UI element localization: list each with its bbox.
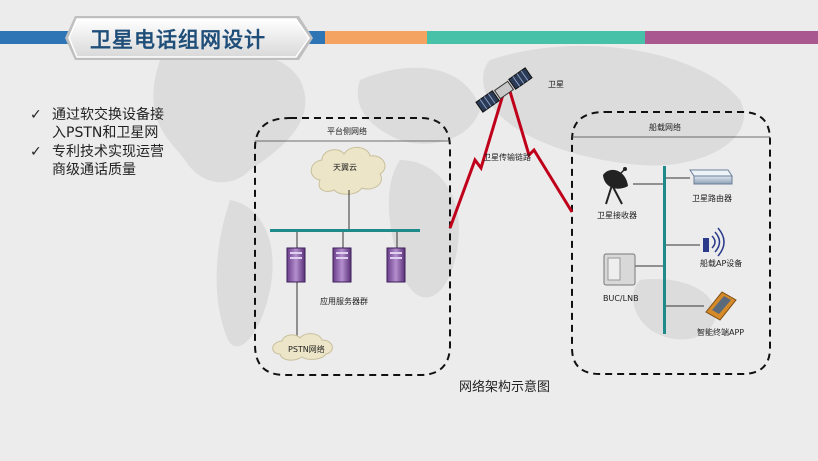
platform-title: 平台侧网络 — [327, 127, 367, 136]
bullet-line: 入PSTN和卫星网 — [52, 125, 159, 141]
link-label: 卫星传输链路 — [483, 153, 531, 162]
diagram-caption: 网络架构示意图 — [459, 380, 551, 395]
bullet-item: ✓ 专利技术实现运营 商级通话质量 — [30, 143, 230, 179]
ship-title: 船载网络 — [649, 123, 681, 132]
page-title: 卫星电话组网设计 — [90, 28, 266, 52]
satellite-icon — [475, 67, 533, 113]
buc-lnb-icon — [603, 253, 636, 286]
cloud-label: 天翼云 — [333, 163, 357, 172]
bullet-item: ✓ 通过软交换设备接 入PSTN和卫星网 — [30, 106, 230, 142]
platform-network-box — [254, 117, 451, 376]
bullet-line: 专利技术实现运营 — [52, 144, 164, 160]
header-band-purple — [645, 31, 818, 44]
server-icon — [286, 247, 306, 283]
server-icon — [332, 247, 352, 283]
header-band-teal — [427, 31, 645, 44]
title-tab — [65, 16, 313, 60]
router-icon — [689, 169, 733, 185]
bullet-line: 通过软交换设备接 — [52, 107, 164, 123]
ap-label: 船载AP设备 — [700, 259, 743, 268]
bullet-list: ✓ 通过软交换设备接 入PSTN和卫星网 ✓ 专利技术实现运营 商级通话质量 — [30, 106, 230, 180]
platform-bus — [270, 229, 420, 232]
buc-label: BUC/LNB — [603, 294, 639, 303]
ship-network-box — [571, 111, 771, 375]
ship-bus — [663, 166, 666, 334]
dish-label: 卫星接收器 — [597, 211, 637, 220]
smart-terminal-icon — [705, 291, 737, 321]
header-band-orange — [325, 31, 427, 44]
terminal-label: 智能终端APP — [697, 328, 745, 337]
satellite-link-right — [507, 87, 574, 213]
satellite-dish-icon — [603, 167, 628, 205]
satellite-link-left — [448, 87, 507, 229]
router-label: 卫星路由器 — [692, 194, 732, 203]
server-group-label: 应用服务器群 — [320, 297, 368, 306]
server-icon — [386, 247, 406, 283]
satellite-label: 卫星 — [548, 80, 564, 89]
checkmark-icon: ✓ — [30, 144, 42, 160]
checkmark-icon: ✓ — [30, 107, 42, 123]
pstn-cloud — [272, 333, 333, 361]
bullet-line: 商级通话质量 — [52, 162, 136, 178]
tianyi-cloud — [310, 147, 386, 195]
wifi-ap-icon — [703, 227, 725, 257]
pstn-label: PSTN网络 — [288, 345, 325, 354]
